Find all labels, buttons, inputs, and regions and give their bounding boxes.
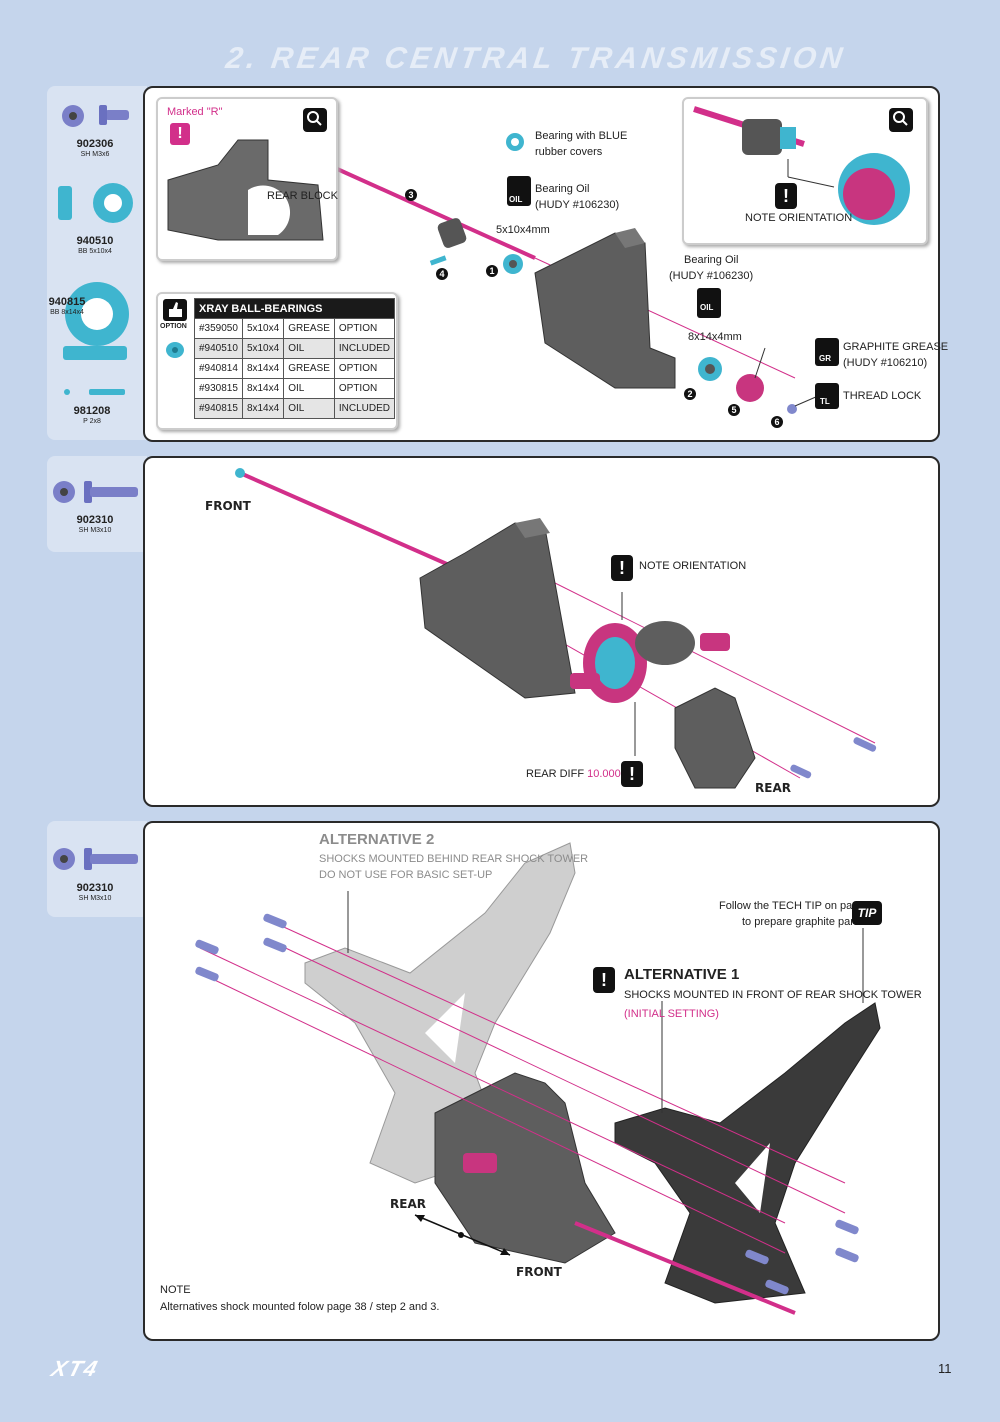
alt2-title: ALTERNATIVE 2 (319, 831, 435, 848)
table-title: XRAY BALL-BEARINGS (194, 298, 395, 319)
part-code-940510: 940510 (76, 235, 114, 247)
part-code-902310: 902310 (76, 882, 114, 894)
thread-lock-icon (815, 383, 839, 409)
option-label: OPTION (160, 323, 187, 330)
step2-parts-sidebar (47, 456, 147, 552)
size-5x10x4-label: 5x10x4mm (496, 224, 550, 236)
front-direction-label: FRONT (516, 1265, 562, 1279)
bearing-large-side-icon (63, 346, 127, 360)
note-text: Alternatives shock mounted folow page 38… (160, 1301, 440, 1313)
screw-side-icon (90, 487, 138, 497)
rear-diff-text: REAR DIFF (526, 768, 585, 780)
screw-side-icon (90, 854, 138, 864)
step-number-3: 3 (405, 189, 417, 201)
tech-tip-line1: Follow the TECH TIP on page 5 (719, 900, 874, 912)
part-code-940815: 940815 (48, 296, 86, 308)
step1-parts-icons (58, 105, 133, 395)
note-orientation-label: NOTE ORIENTATION (639, 560, 747, 572)
oil-label-2: OIL (700, 303, 714, 312)
part-desc-940815: BB 8x14x4 (50, 309, 84, 316)
alt1-line1: SHOCKS MOUNTED IN FRONT OF REAR SHOCK TO… (624, 989, 922, 1001)
marked-r-label: Marked "R" (167, 106, 223, 118)
gr-label: GR (819, 354, 831, 363)
front-direction-label: FRONT (205, 499, 251, 513)
part-code-981208: 981208 (73, 405, 111, 417)
hudy-oil-icon (507, 176, 531, 206)
part-code-902306: 902306 (76, 138, 114, 150)
step1-assembly-illustration (334, 133, 826, 414)
note-orientation-warning-icon: ! (775, 183, 797, 209)
bearing-oil-label: Bearing Oil (535, 183, 590, 195)
thread-lock-label: THREAD LOCK (843, 390, 922, 402)
part-desc-981208: P 2x8 (83, 418, 101, 425)
bearing-side-icon (58, 186, 72, 220)
hudy-oil-icon (697, 288, 721, 318)
part-code-902310: 902310 (76, 514, 114, 526)
step1-parts-sidebar (47, 86, 147, 440)
hudy-106230-label: (HUDY #106230) (535, 199, 620, 211)
warning-icon: ! (170, 123, 190, 145)
step3-shock-tower-illustration (195, 842, 881, 1315)
part-desc-902306: SH M3x6 (80, 151, 110, 158)
note-orientation-label: NOTE ORIENTATION (745, 212, 853, 224)
rear-block-label: REAR BLOCK (267, 190, 338, 202)
hudy-106230-label-2: (HUDY #106230) (669, 270, 754, 282)
step-number-4: 4 (436, 268, 448, 280)
bearing-blue-label: Bearing with BLUE (535, 130, 628, 142)
alt1-title: ALTERNATIVE 1 (624, 966, 740, 983)
rear-block-closeup (167, 139, 324, 241)
note-title: NOTE (160, 1284, 191, 1296)
part-desc-940510: BB 5x10x4 (78, 248, 112, 255)
bearing-oil-label-2: Bearing Oil (684, 254, 739, 266)
tech-tip-line2: to prepare graphite parts (742, 916, 863, 928)
pin-side-icon (89, 389, 125, 395)
xt4-logo: XT4 (48, 1356, 102, 1381)
step-number-1: 1 (486, 265, 498, 277)
alt2-line2: DO NOT USE FOR BASIC SET-UP (319, 869, 493, 881)
option-thumbs-up-icon (163, 299, 187, 358)
hudy-106210-label: (HUDY #106210) (843, 357, 928, 369)
rubber-covers-label: rubber covers (535, 146, 603, 158)
step3-part-icons (53, 848, 138, 870)
rear-diff-warning-icon: ! (621, 761, 643, 787)
detail-magnifier-icon (303, 108, 327, 132)
step2-part-icons (53, 481, 138, 503)
step-number-6: 6 (771, 416, 783, 428)
alt1-initial-setting: (INITIAL SETTING) (624, 1008, 719, 1020)
oil-label: OIL (509, 195, 523, 204)
rear-direction-label: REAR (755, 781, 791, 795)
gear-orientation-closeup (693, 106, 910, 225)
tl-label: TL (820, 397, 830, 406)
hudy-graphite-grease-icon (815, 338, 839, 366)
step2-diff-assembly-illustration (235, 468, 877, 789)
rear-direction-label: REAR (390, 1197, 426, 1211)
alt2-line1: SHOCKS MOUNTED BEHIND REAR SHOCK TOWER (319, 853, 589, 865)
detail-magnifier-icon (889, 108, 913, 132)
tip-badge-icon: TIP (852, 901, 882, 925)
part-desc-902310: SH M3x10 (78, 895, 112, 902)
page-number: 11 (938, 1361, 952, 1376)
note-orientation-warning-icon: ! (611, 555, 633, 581)
graphite-grease-label: GRAPHITE GREASE (843, 341, 949, 353)
page-title: 2. REAR CENTRAL TRANSMISSION (223, 42, 849, 75)
part-desc-902310: SH M3x10 (78, 527, 112, 534)
alt1-warning-icon: ! (593, 967, 615, 993)
pin-end-icon (64, 389, 70, 395)
step-number-5: 5 (728, 404, 740, 416)
step-number-2: 2 (684, 388, 696, 400)
screw-side-icon (105, 110, 129, 120)
size-8x14x4-label: 8x14x4mm (688, 331, 742, 343)
